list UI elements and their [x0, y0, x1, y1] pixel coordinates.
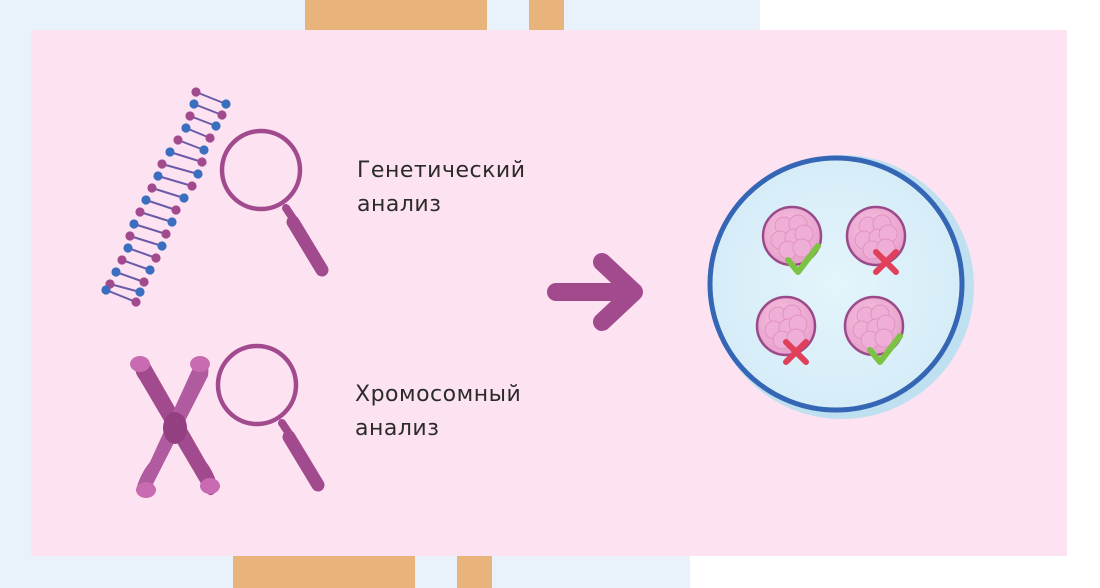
- chromosomal-label-line2: анализ: [355, 416, 440, 441]
- bottom-tab-right: [457, 556, 492, 588]
- embryo-group: [755, 205, 907, 365]
- chromosomal-label-line1: Хромосомный: [355, 382, 522, 407]
- arrow-right-icon: [547, 253, 643, 331]
- embryo-icon: [755, 295, 817, 365]
- checkmark-icon: [867, 333, 903, 365]
- genetic-analysis-label: Генетический анализ: [357, 154, 526, 222]
- chromosome-icon: [130, 356, 220, 498]
- dna-helix-icon: [101, 87, 231, 307]
- top-tab-left: [305, 0, 487, 30]
- embryo-icon: [761, 205, 823, 275]
- checkmark-icon: [785, 243, 821, 275]
- petri-dish-icon: [707, 155, 974, 419]
- chromosomal-analysis-label: Хромосомный анализ: [355, 378, 521, 446]
- background-bottom-right: [690, 556, 1100, 588]
- embryo-icon: [845, 205, 907, 275]
- embryo-icon: [843, 295, 905, 365]
- bottom-tab-left: [233, 556, 415, 588]
- genetic-label-line2: анализ: [357, 192, 442, 217]
- cross-icon: [783, 339, 809, 365]
- genetic-label-line1: Генетический: [357, 158, 526, 183]
- top-tab-right: [529, 0, 564, 30]
- magnifying-glass-icon: [219, 128, 329, 277]
- cross-icon: [873, 249, 899, 275]
- magnifying-glass-icon: [215, 343, 325, 492]
